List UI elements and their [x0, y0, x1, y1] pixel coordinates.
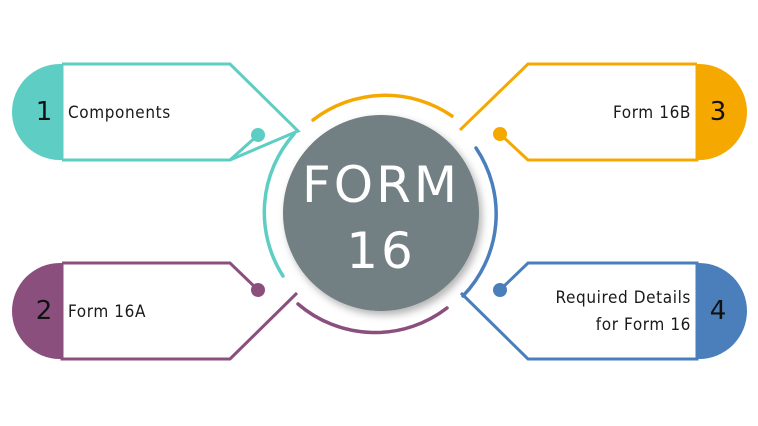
center-title-line1: FORM: [302, 156, 460, 214]
item-4-label-line1: Required Details: [555, 288, 691, 308]
item-3-label: Form 16B: [612, 103, 691, 123]
item-4-number: 4: [709, 296, 727, 326]
center-circle: [283, 115, 479, 311]
item-1-number: 1: [35, 97, 53, 127]
outer-ring-arcs: [262, 93, 498, 335]
center-title-line2: 16: [346, 222, 416, 280]
item-2-label: Form 16A: [68, 302, 147, 322]
tag-1-shape: [12, 62, 301, 162]
item-1-label: Components: [68, 103, 171, 123]
item-3-number: 3: [709, 97, 727, 127]
item-2-number: 2: [35, 296, 53, 326]
tag-4-shape: [459, 261, 747, 361]
tag-3-shape: [458, 62, 747, 162]
item-4-label-line2: for Form 16: [595, 315, 691, 335]
tag-2-shape: [12, 261, 299, 361]
